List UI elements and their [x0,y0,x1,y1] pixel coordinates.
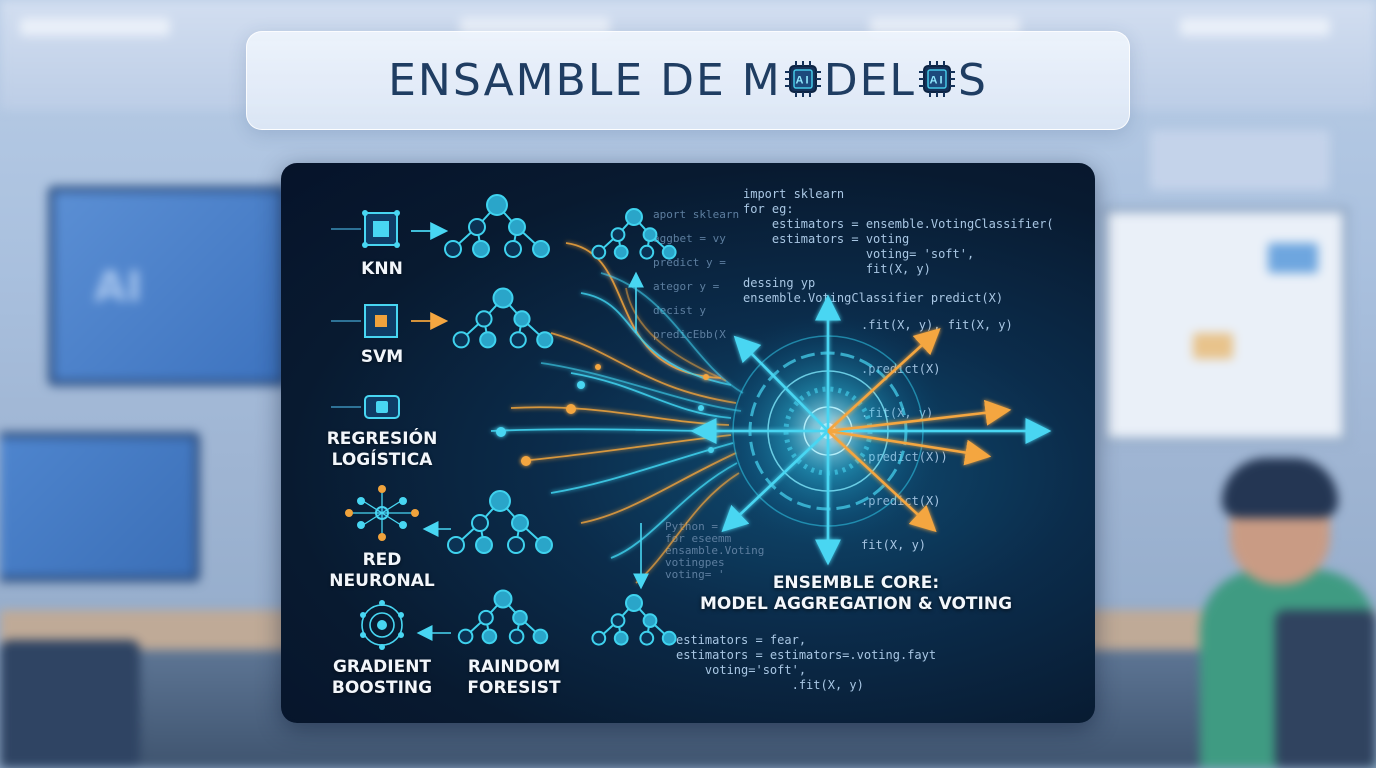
model-label-gradient-boosting: GRADIENT BOOSTING [331,657,433,698]
tree-node [478,609,494,626]
tree-node [492,287,514,309]
model-label-random-forest: RAINDOM FORESIST [467,657,561,698]
core-label: ENSEMBLE CORE: MODEL AGGREGATION & VOTIN… [681,573,1031,615]
model-label-knn: KNN [361,259,403,279]
tree-node [613,244,629,260]
tree-node [444,240,462,258]
chair [1275,610,1376,768]
page-title: ENSAMBLE DE M AI DEL AI S [388,55,988,106]
chip-text: AI [929,75,944,87]
logistic-regression-icon [331,395,400,419]
tree-node [472,240,490,258]
tree-node [610,613,626,629]
person-hair [1222,458,1338,518]
chip-text: AI [795,75,810,87]
core-arrows [690,294,1052,566]
tree-node [661,244,677,260]
core-label-line1: ENSEMBLE CORE: [772,573,940,593]
tree-node [457,628,474,645]
decision-trees [444,194,677,646]
code-snippet: estimators = fear, estimators = estimato… [676,633,937,692]
decision-tree-icon [444,194,550,258]
tree-node [661,630,677,646]
ceiling-light [20,18,170,36]
decision-tree-icon [457,589,549,645]
tree-node [447,536,465,554]
ceiling-light [1180,18,1330,36]
ai-chip-icon: AI [783,59,823,99]
tree-node [509,331,527,349]
tree-node [508,218,526,236]
gradient-boosting-icon [360,600,451,650]
tree-node [639,630,655,646]
model-label-svm: SVM [360,347,404,367]
whiteboard [1100,205,1350,445]
neural-network-icon [345,485,451,541]
wall-panel [1150,130,1330,190]
tree-node [486,194,508,216]
tree-node [511,514,529,532]
decision-tree-icon [591,208,677,260]
tree-node [591,244,607,260]
code-snippet: import sklearn for eg: estimators = ense… [743,187,1054,276]
chair [0,640,140,768]
title-text-part: S [957,55,988,106]
background-screen: AI [48,186,288,386]
tree-node [536,331,554,349]
tree-node [532,628,549,645]
tree-node [475,310,493,328]
ensemble-diagram [331,194,1052,650]
tree-node [591,630,607,646]
decision-tree-icon [591,594,677,646]
decision-tree-icon [452,287,554,349]
tree-node [507,536,525,554]
background-monitor [0,432,200,582]
sticky-note [1193,333,1233,359]
tree-node [508,628,525,645]
model-label-neural-network: RED NEURONAL [329,550,435,591]
tree-node [512,609,528,626]
tree-node [475,536,493,554]
tree-node [481,628,498,645]
tree-node [639,244,655,260]
tree-node [513,310,531,328]
tree-node [535,536,553,554]
tree-node [625,208,643,226]
decision-tree-icon [447,490,553,554]
tree-node [642,613,658,629]
tree-node [642,227,658,242]
tree-node [452,331,470,349]
ai-chip-icon: AI [917,59,957,99]
tree-node [610,227,626,242]
model-label-logistic-regression: REGRESIÓN LOGÍSTICA [326,429,438,470]
tree-node [468,218,486,236]
ensemble-panel: import sklearn for eg: estimators = ense… [281,163,1095,723]
title-text-part: ENSAMBLE DE M [388,55,782,106]
tree-node [489,490,511,512]
core-label-line2: MODEL AGGREGATION & VOTING [699,594,1013,614]
sticky-note [1268,243,1318,273]
tree-node [532,240,550,258]
tree-node [493,589,513,609]
title-text-part: DEL [823,55,916,106]
code-snippet: aport sklearn aggbet = vy predict y = at… [653,208,740,341]
background-screen-text: AI [94,262,143,311]
tree-node [613,630,629,646]
svm-icon [331,304,449,338]
tree-node [504,240,522,258]
tree-node [625,594,643,612]
knn-icon [331,210,449,248]
tree-node [479,331,497,349]
title-banner: ENSAMBLE DE M AI DEL AI S [246,31,1130,130]
tree-node [471,514,489,532]
